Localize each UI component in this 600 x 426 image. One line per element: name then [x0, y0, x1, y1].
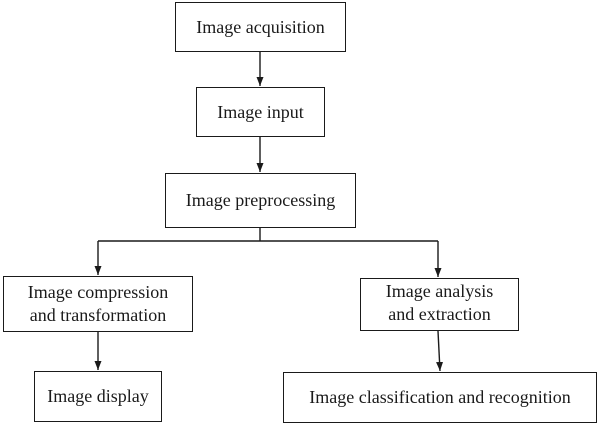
node-image-input-label: Image input — [217, 101, 304, 122]
node-image-analysis: Image analysis and extraction — [360, 278, 519, 331]
node-image-acquisition: Image acquisition — [175, 2, 346, 52]
node-image-classification: Image classification and recognition — [283, 372, 597, 423]
node-image-compression-label-line2: and transformation — [29, 305, 167, 325]
node-image-preprocessing: Image preprocessing — [165, 173, 356, 228]
node-image-input: Image input — [196, 87, 325, 137]
node-image-acquisition-text: Image acquisition — [196, 16, 324, 39]
node-image-analysis-text: Image analysis and extraction — [386, 280, 493, 326]
node-image-classification-label: Image classification and recognition — [309, 387, 571, 407]
node-image-compression-text: Image compression and transformation — [28, 281, 168, 327]
node-image-compression: Image compression and transformation — [3, 276, 193, 332]
node-image-preprocessing-label: Image preprocessing — [185, 190, 336, 210]
node-image-analysis-label-line2: and extraction — [388, 303, 491, 324]
node-image-acquisition-label: Image acquisition — [196, 16, 325, 37]
arrow-analysis-to-classification — [436, 330, 444, 372]
node-image-input-text: Image input — [217, 101, 303, 124]
node-image-analysis-label-line1: Image analysis — [385, 280, 494, 301]
node-image-preprocessing-text: Image preprocessing — [186, 189, 335, 212]
node-image-compression-label-line1: Image compression — [27, 282, 169, 302]
node-image-display-label: Image display — [47, 386, 149, 406]
node-image-display: Image display — [34, 371, 162, 422]
node-image-classification-text: Image classification and recognition — [309, 386, 570, 409]
node-image-display-text: Image display — [47, 385, 148, 408]
